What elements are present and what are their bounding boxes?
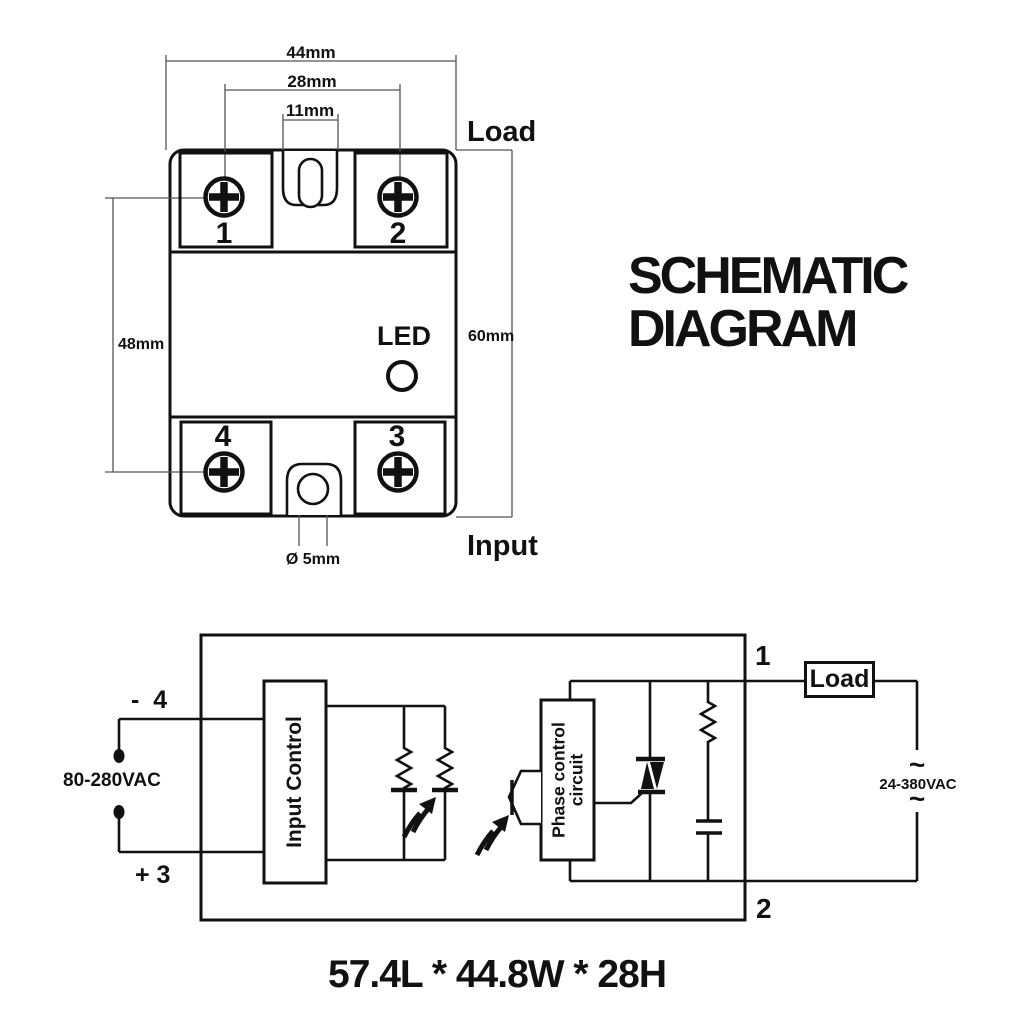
screw-terminal-3 xyxy=(377,451,419,493)
terminal-box-1 xyxy=(178,151,274,249)
screw-terminal-1 xyxy=(203,176,245,218)
screw-terminals xyxy=(203,176,419,493)
relay-outline-box xyxy=(199,633,747,922)
terminal-boxes xyxy=(178,151,449,516)
load-box-label: Load xyxy=(809,665,870,693)
phase-control-box xyxy=(539,698,596,862)
phillips-cross-icon xyxy=(209,457,239,487)
triac-symbol xyxy=(636,756,665,795)
led-label: LED xyxy=(377,321,431,351)
output-voltage-label: 24-380VAC xyxy=(879,776,957,793)
phase-control-label-line1: Phase control xyxy=(548,722,569,838)
hole-diameter-label: Ø 5mm xyxy=(285,551,341,568)
relay-body xyxy=(168,148,458,518)
overall-size-label: 57.4L * 44.8W * 28H xyxy=(328,953,667,996)
ac-wave-symbol-top: ~ xyxy=(908,749,926,780)
phillips-cross-icon xyxy=(383,182,413,212)
dim-60mm-label: 60mm xyxy=(468,328,515,345)
output-terminal-1-label: 1 xyxy=(755,640,771,671)
page-title-line2: DIAGRAM xyxy=(628,300,858,358)
phillips-cross-icon xyxy=(209,182,239,212)
led-indicator xyxy=(386,360,418,392)
phase-control-label-line2: circuit xyxy=(567,753,587,807)
dim-28mm-label: 28mm xyxy=(287,72,337,91)
terminal-1-number: 1 xyxy=(215,217,233,250)
output-terminal-2-label: 2 xyxy=(756,893,772,924)
terminal-box-4 xyxy=(179,420,273,516)
light-ray-arrow-icon xyxy=(404,797,436,837)
load-box: Load xyxy=(804,661,875,698)
input-wires xyxy=(117,717,264,854)
ac-wave-symbol-bottom: ~ xyxy=(908,783,926,814)
photo-detector-symbol xyxy=(507,769,541,826)
terminal-3-number: 3 xyxy=(388,420,406,453)
led-resistor-network xyxy=(326,704,455,862)
terminal-neg-4-label: - 4 xyxy=(131,686,168,714)
capacitor-plates xyxy=(696,819,722,835)
input-control-label: Input Control xyxy=(282,716,306,848)
input-terminal-dot-pos xyxy=(113,805,125,819)
screw-terminal-2 xyxy=(377,176,419,218)
mounting-slot-hole xyxy=(297,157,324,209)
output-wiring xyxy=(568,679,919,883)
page-title-line1: SCHEMATIC xyxy=(628,247,909,305)
screw-terminal-4 xyxy=(203,451,245,493)
light-ray-arrow-icon xyxy=(477,815,509,855)
dim-48mm-label: 48mm xyxy=(118,336,165,353)
terminal-box-2 xyxy=(353,151,449,249)
input-control-box xyxy=(262,679,328,885)
input-voltage-label: 80-280VAC xyxy=(63,770,161,791)
terminal-pos-3-label: + 3 xyxy=(135,861,171,889)
dimension-lines xyxy=(105,55,513,546)
input-side-label: Input xyxy=(467,530,538,562)
snubber-rc xyxy=(696,681,722,881)
mounting-hole xyxy=(296,472,330,506)
terminal-2-number: 2 xyxy=(389,217,407,250)
dim-44mm-label: 44mm xyxy=(286,43,336,62)
page-title: SCHEMATIC DIAGRAM xyxy=(628,247,909,358)
phase-control-label: Phase control circuit xyxy=(548,722,587,838)
input-terminal-dot-neg xyxy=(113,749,125,763)
section-separators xyxy=(170,250,456,419)
phillips-cross-icon xyxy=(383,457,413,487)
load-side-label: Load xyxy=(467,116,537,148)
terminal-box-3 xyxy=(353,420,447,516)
circuit-diagram xyxy=(113,633,919,922)
dim-11mm-label: 11mm xyxy=(285,101,335,120)
relay-front-view xyxy=(105,55,513,546)
terminal-4-number: 4 xyxy=(214,420,232,453)
